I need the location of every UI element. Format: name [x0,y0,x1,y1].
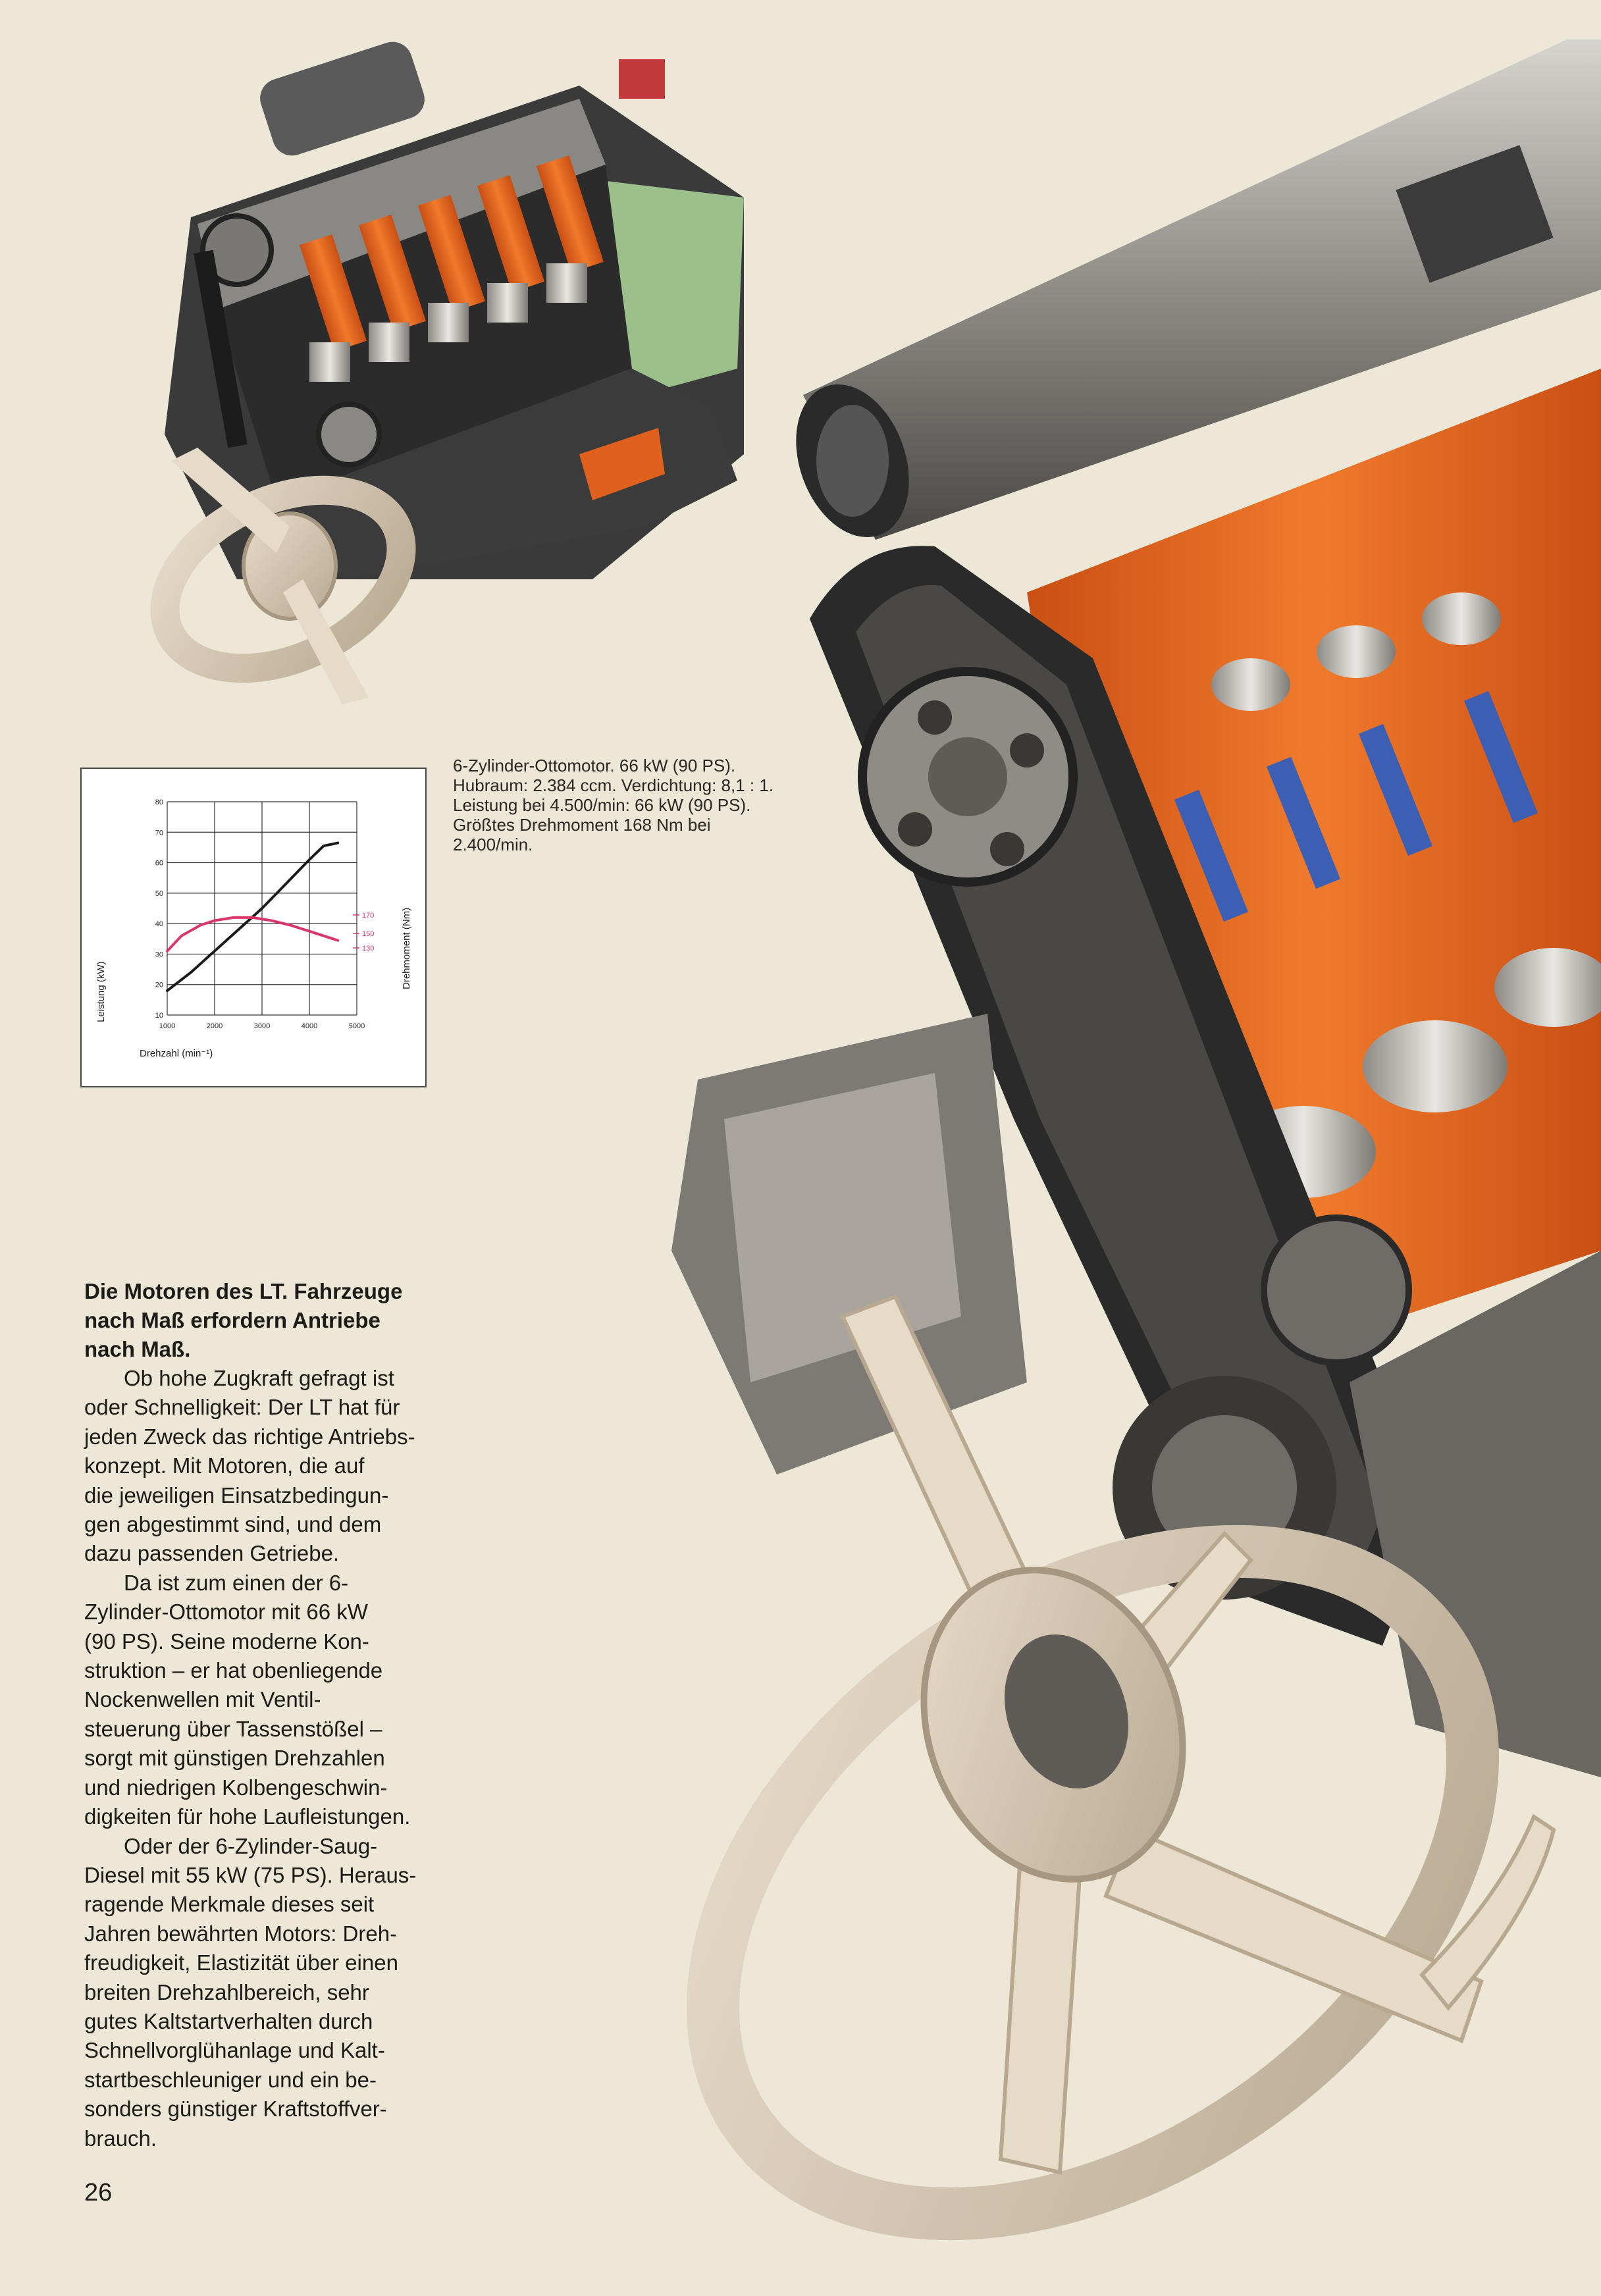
chart-y-tick-label: 10 [155,1012,163,1020]
chart-y-tick-label: 40 [155,920,163,928]
caption-line: Hubraum: 2.384 ccm. Verdichtung: 8,1 : 1… [453,775,774,795]
body-line: konzept. Mit Motoren, die auf [84,1453,365,1478]
body-line: gen abgestimmt sind, und dem [84,1512,382,1537]
chart-y2-tick-label: 150 [362,930,374,938]
chart-ticks: 1000 2000 3000 4000 5000 10 20 30 40 50 60 70 80 170 1… [155,798,375,1030]
chart-y-tick-label: 70 [155,829,163,837]
caption-line: Leistung bei 4.500/min: 66 kW (90 PS). [453,795,751,815]
body-line: brauch. [84,2126,157,2151]
article: Die Motoren des LT. Fahrzeuge nach Maß e… [84,1277,453,2153]
chart-x-tick-label: 3000 [254,1022,270,1030]
chart-series-line-power [166,841,340,992]
body-line: gutes Kaltstartverhalten durch [84,2008,373,2033]
chart-y-tick-label: 60 [155,860,163,868]
chart-series [166,841,340,992]
body-line: jeden Zweck das richtige Antriebs- [84,1424,415,1449]
chart-x-tick-label: 5000 [349,1022,365,1030]
large-engine-drawing [671,39,1601,2241]
body-line: Nockenwellen mit Ventil- [84,1687,321,1712]
chart-y2-tick-label: 130 [362,945,374,952]
caption-line: 6-Zylinder-Ottomotor. 66 kW (90 PS). [453,756,736,775]
body-line: breiten Drehzahlbereich, sehr [84,1979,369,2004]
caption-line: Größtes Drehmoment 168 Nm bei [453,815,711,835]
chart-series-line-torque [166,916,340,952]
heading-line: nach Maß. [84,1337,191,1361]
chart-y-tick-label: 20 [155,981,163,989]
chart-x-tick-label: 1000 [159,1022,175,1030]
performance-chart: 1000 2000 3000 4000 5000 10 20 30 40 50 60 70 80 170 1… [80,768,427,1087]
body-line: ragende Merkmale dieses seit [84,1892,375,1917]
body-line: Da ist zum einen der 6- [124,1570,349,1595]
body-line: Zylinder-Ottomotor mit 66 kW [84,1600,368,1625]
body-line: Oder der 6-Zylinder-Saug- [124,1833,378,1858]
heading-line: Die Motoren des LT. Fahrzeuge [84,1279,403,1303]
body-line: oder Schnelligkeit: Der LT hat für [84,1395,400,1420]
article-heading: Die Motoren des LT. Fahrzeuge nach Maß e… [84,1277,453,1364]
chart-y-tick-label: 30 [155,951,163,958]
caption-line: 2.400/min. [453,835,533,854]
body-line: die jeweiligen Einsatzbedingun- [84,1482,389,1507]
body-line: dazu passenden Getriebe. [84,1541,340,1566]
body-line: struktion – er hat obenliegende [84,1658,383,1683]
chart-x-tick-label: 4000 [302,1022,317,1030]
chart-y-axis-label: Leistung (kW) [95,961,107,1022]
chart-x-axis-label: Drehzahl (min⁻¹) [140,1048,213,1059]
body-line: steuerung über Tassenstößel – [84,1716,382,1741]
body-line: startbeschleuniger und ein be- [84,2067,377,2092]
engine-caption: 6-Zylinder-Ottomotor. 66 kW (90 PS). Hub… [453,756,822,854]
body-line: und niedrigen Kolbengeschwin- [84,1775,388,1800]
article-body: Ob hohe Zugkraft gefragt ist oder Schnel… [84,1364,453,2153]
heading-line: nach Maß erfordern Antriebe [84,1308,381,1332]
chart-y-tick-label: 80 [155,798,163,806]
chart-y-tick-label: 50 [155,890,163,898]
body-line: freudigkeit, Elastizität über einen [84,1950,398,1975]
body-line: Ob hohe Zugkraft gefragt ist [124,1366,394,1390]
body-line: sorgt mit günstigen Drehzahlen [84,1746,385,1771]
body-line: sonders günstiger Kraftstoffver- [84,2097,387,2122]
body-line: Diesel mit 55 kW (75 PS). Heraus- [84,1862,417,1887]
performance-chart-svg: 1000 2000 3000 4000 5000 10 20 30 40 50 60 70 80 170 1… [95,798,412,1059]
chart-y2-tick-label: 170 [362,912,374,920]
body-line: (90 PS). Seine moderne Kon- [84,1629,369,1654]
body-line: digkeiten für hohe Laufleistungen. [84,1804,411,1829]
chart-y2-axis-label: Drehmoment (Nm) [401,908,412,989]
body-line: Schnellvorglühanlage und Kalt- [84,2038,385,2063]
chart-x-tick-label: 2000 [207,1022,223,1030]
small-engine-drawing [150,41,744,704]
page-number: 26 [84,2179,113,2206]
body-line: Jahren bewährten Motors: Dreh- [84,1921,398,1946]
